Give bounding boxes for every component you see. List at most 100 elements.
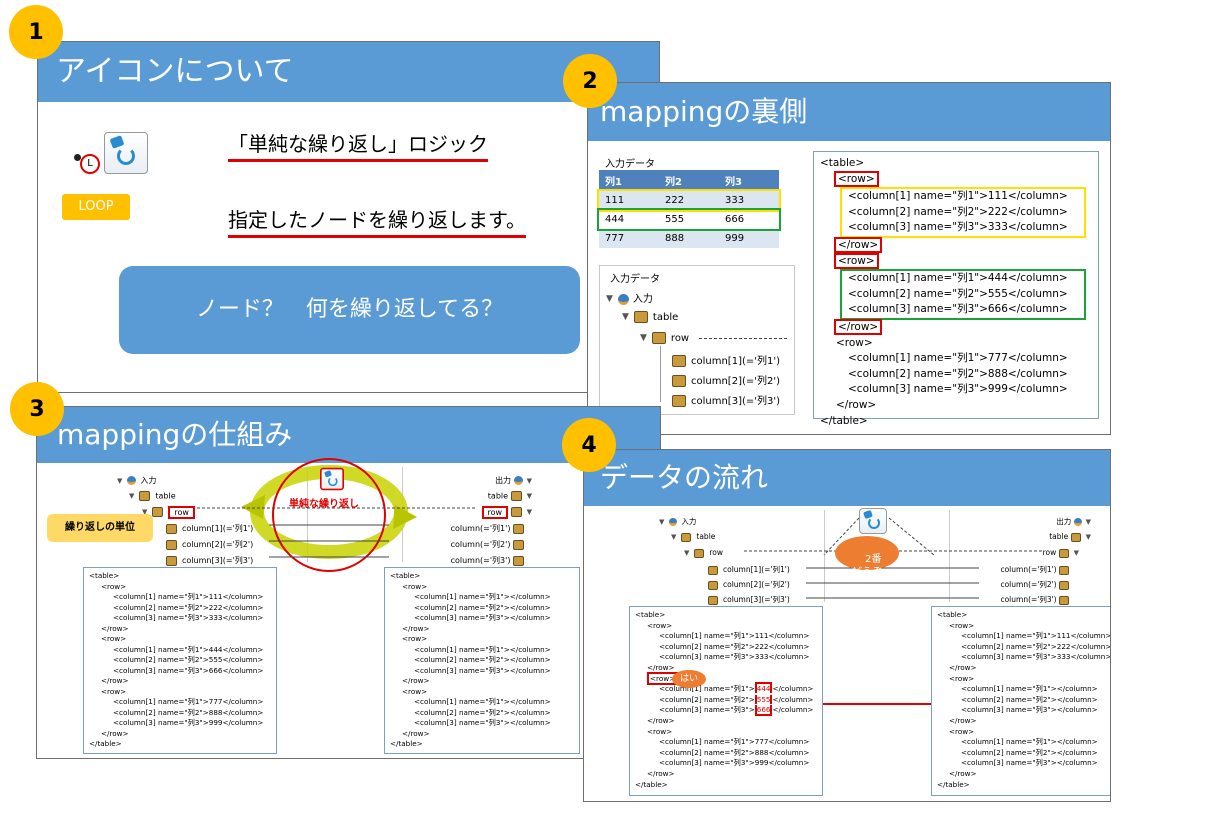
tree-node-table[interactable]: ▼table xyxy=(129,491,176,501)
tree-node-col1[interactable]: column(='列1') xyxy=(1000,564,1074,575)
caret-down-icon: ▼ xyxy=(526,508,532,516)
tree-node-label: row xyxy=(670,333,690,344)
table-row: 444 555 666 xyxy=(597,208,781,231)
badge-text: 3 xyxy=(29,396,45,422)
tree-node-col2[interactable]: column(='列2') xyxy=(451,539,529,550)
xml-line: <column[2] name="列2">888</column> xyxy=(113,707,264,717)
tree-node-col2[interactable]: column(='列2') xyxy=(1000,579,1074,590)
caret-down-icon: ▼ xyxy=(1085,518,1091,526)
xml-line: <table> xyxy=(937,610,968,619)
xml-line: <column[3] name="列3">999</column> xyxy=(659,758,810,768)
tree-node-label: column[3](='列3') xyxy=(723,595,790,604)
tree-node-label: column(='列2') xyxy=(450,540,511,549)
xml-line: <row> xyxy=(402,581,428,591)
xml-line: <column[1] name="列1">444</column> xyxy=(848,272,1068,285)
tree-node-col2[interactable]: column[2](='列2') xyxy=(708,579,790,590)
tree-node-row[interactable]: row ▼ xyxy=(481,505,538,519)
xml-line: <column[1] name="列1">111</column> xyxy=(961,631,1111,641)
user-icon xyxy=(1073,518,1082,526)
table-cell: 111 xyxy=(605,195,625,206)
xml-line: <column[1] name="列1">111</column> xyxy=(848,190,1068,203)
xml-line: <column[3] name="列3">666</column> xyxy=(113,665,264,675)
node-icon xyxy=(1059,565,1069,575)
table-cell: 222 xyxy=(665,195,685,206)
caret-down-icon: ▼ xyxy=(640,333,647,343)
user-icon xyxy=(127,476,137,485)
xml-line: <row> xyxy=(647,620,673,630)
caret-down-icon: ▼ xyxy=(129,492,135,500)
tree-node-col3[interactable]: column[3](='列3') xyxy=(166,555,253,566)
tree-connector xyxy=(660,346,661,402)
tree-node-table[interactable]: table ▼ xyxy=(1049,532,1096,542)
xml-line: <column[1] name="列1">777</column> xyxy=(113,697,264,706)
mapping-input-tree: ▼入力 ▼table ▼row column[1](='列1') column[… xyxy=(654,510,825,605)
tree-node-row[interactable]: ▼ row xyxy=(640,332,788,344)
xml-line: <column[3] name="列3">333</column> xyxy=(113,613,264,622)
caret-down-icon: ▼ xyxy=(526,476,532,485)
xml-line: <column[2] name="列2">555</column> xyxy=(113,655,264,664)
tree-node-root[interactable]: 出力 ▼ xyxy=(495,475,537,486)
tree-node-col1[interactable]: column(='列1') xyxy=(451,523,529,534)
slide-title: mappingの裏側 xyxy=(588,83,1110,141)
slide-4-title-text: データの流れ xyxy=(600,461,769,494)
xml-line: </table> xyxy=(937,779,970,789)
xml-line: </row> xyxy=(101,623,129,633)
logic-description-text: 指定したノードを繰り返します。 xyxy=(228,208,526,232)
tree-node-col3[interactable]: column(='列3') xyxy=(1000,594,1074,605)
node-icon xyxy=(1059,595,1069,605)
node-icon xyxy=(166,555,177,566)
xml-panel-left: <table><row><column[1] name="列1">111</co… xyxy=(629,606,823,796)
slide-number-badge-1: 1 xyxy=(9,5,63,59)
node-icon xyxy=(672,395,686,407)
unit-callout: 繰り返しの単位 xyxy=(47,514,153,542)
tree-node-row[interactable]: ▼row xyxy=(142,505,195,519)
xml-line: <column[2] name="列2"></column> xyxy=(961,694,1098,704)
tree-node-table[interactable]: table ▼ xyxy=(488,491,537,501)
tree-node-row[interactable]: ▼row xyxy=(684,548,723,558)
tree-node-col1[interactable]: column[1](='列1') xyxy=(672,352,780,367)
node-icon xyxy=(681,532,692,542)
node-icon xyxy=(708,565,718,575)
node-icon xyxy=(708,595,718,605)
tree-node-root[interactable]: 出力 ▼ xyxy=(1056,516,1096,527)
tree-node-label: column(='列1') xyxy=(1000,565,1057,574)
tree-node-col2[interactable]: column[2](='列2') xyxy=(166,539,253,550)
question-button[interactable]: ノード？ 何を繰り返してる？ xyxy=(119,266,580,354)
tree-node-root[interactable]: ▼入力 xyxy=(606,290,653,305)
node-icon xyxy=(152,507,164,517)
tree-node-row[interactable]: row ▼ xyxy=(1043,548,1084,558)
tree-node-root[interactable]: ▼入力 xyxy=(117,475,156,486)
tree-node-col1[interactable]: column[1](='列1') xyxy=(708,564,790,575)
tree-node-table[interactable]: ▼table xyxy=(671,532,715,542)
mapping-output-tree: 出力 ▼ table ▼ row ▼ column(='列1') column(… xyxy=(949,510,1100,605)
xml-line: <row> xyxy=(647,726,673,736)
badge-text: 4 xyxy=(581,432,597,458)
tree-node-col3[interactable]: column[3](='列3') xyxy=(708,594,790,605)
xml-line: </table> xyxy=(390,739,423,748)
tree-node-col2[interactable]: column[2](='列2') xyxy=(672,372,780,387)
xml-line: <column[1] name="列1"></column> xyxy=(414,644,551,654)
tree-node-label: table xyxy=(696,532,716,541)
slide-number-badge-2: 2 xyxy=(563,54,617,108)
tree-node-table[interactable]: ▼table xyxy=(622,311,678,323)
tree-node-col3[interactable]: column[3](='列3') xyxy=(672,392,780,407)
xml-line: </table> xyxy=(820,414,868,427)
row-highlight: <row> xyxy=(834,170,879,187)
xml-line: <column[2] name="列2">222</column> xyxy=(113,602,264,612)
table-row: 777 888 999 xyxy=(599,229,779,248)
xml-line: <column[3] name="列3">333</column> xyxy=(961,652,1111,662)
loop-callout: LOOP xyxy=(62,194,130,220)
xml-line: <column[3] name="列3">999</column> xyxy=(113,718,264,727)
tree-node-col3[interactable]: column(='列3') xyxy=(451,555,529,566)
loop-marker-circle: L xyxy=(80,154,100,174)
xml-panel-right: <table><row><column[1] name="列1">111</co… xyxy=(931,606,1111,796)
tree-node-col1[interactable]: column[1](='列1') xyxy=(166,523,253,534)
xml-line: </row> xyxy=(949,768,977,778)
xml-line: </row> xyxy=(101,728,129,738)
xml-line: <row> xyxy=(101,634,127,643)
node-icon xyxy=(510,491,522,501)
xml-line: </row> xyxy=(820,236,1092,254)
tree-node-root[interactable]: ▼入力 xyxy=(659,516,696,527)
tree-node-label: table xyxy=(487,491,509,501)
group-highlight-green: <column[1] name="列1">444</column> <colum… xyxy=(840,269,1086,320)
